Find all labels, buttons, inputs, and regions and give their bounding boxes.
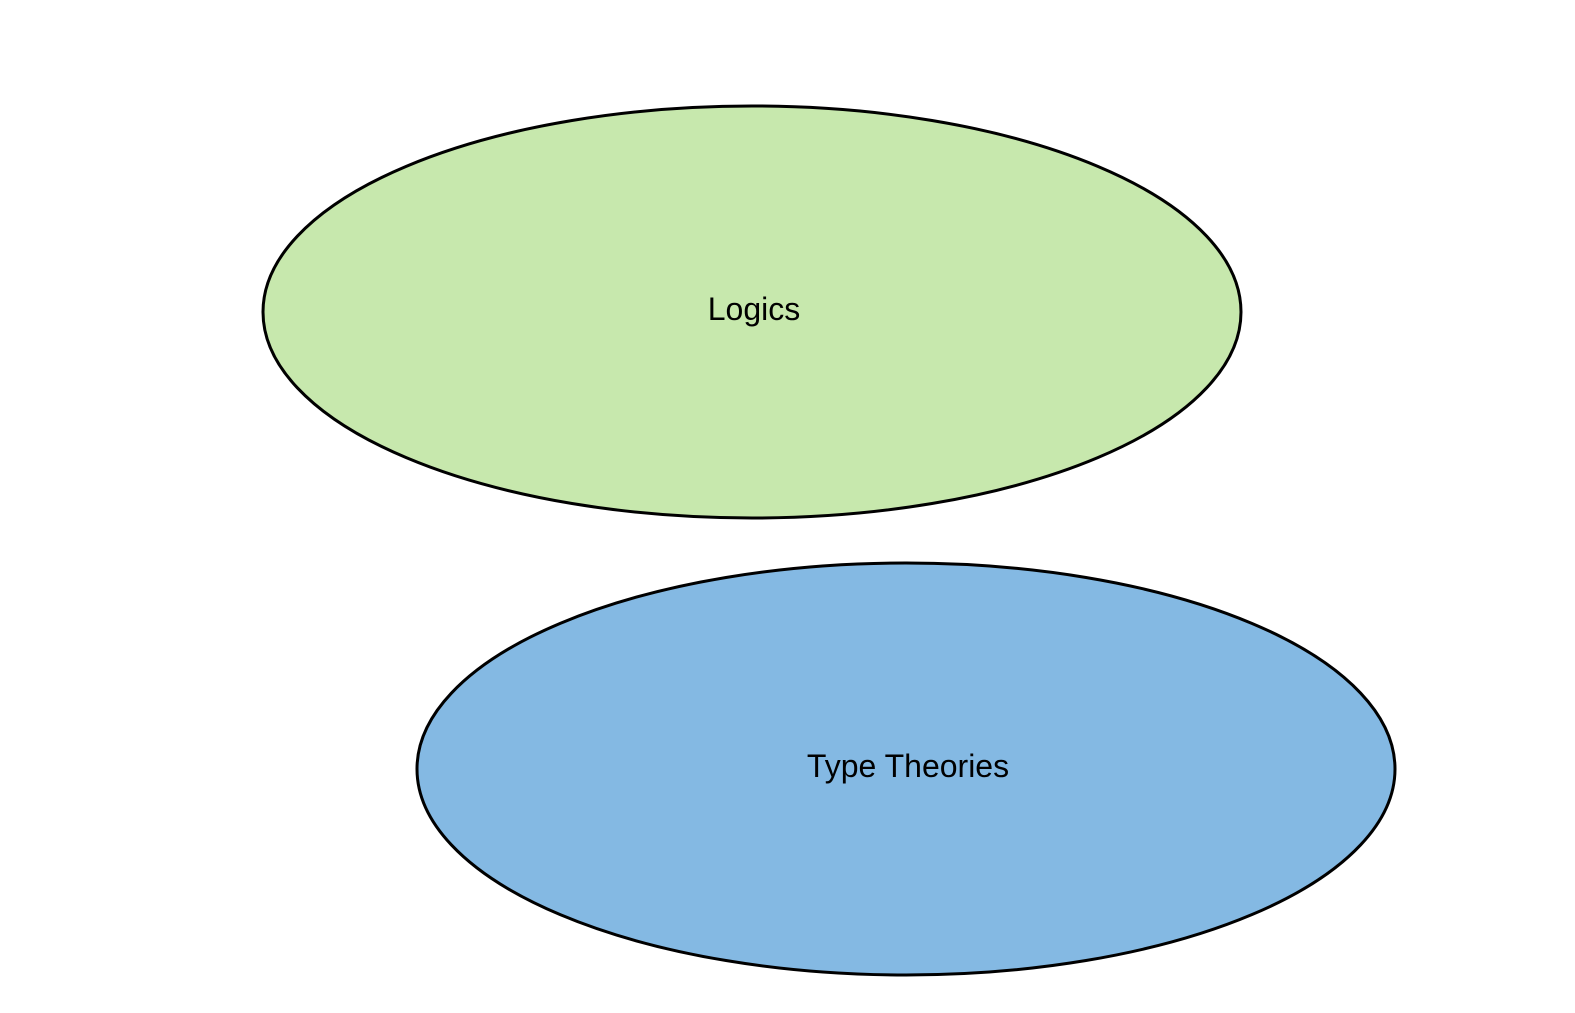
type-theories-ellipse[interactable] <box>415 561 1397 977</box>
logics-label: Logics <box>708 291 801 327</box>
type-theories-label: Type Theories <box>807 748 1009 784</box>
node-logics[interactable]: Logics <box>261 104 1243 520</box>
logics-ellipse[interactable] <box>261 104 1243 520</box>
node-type-theories[interactable]: Type Theories <box>415 561 1397 977</box>
